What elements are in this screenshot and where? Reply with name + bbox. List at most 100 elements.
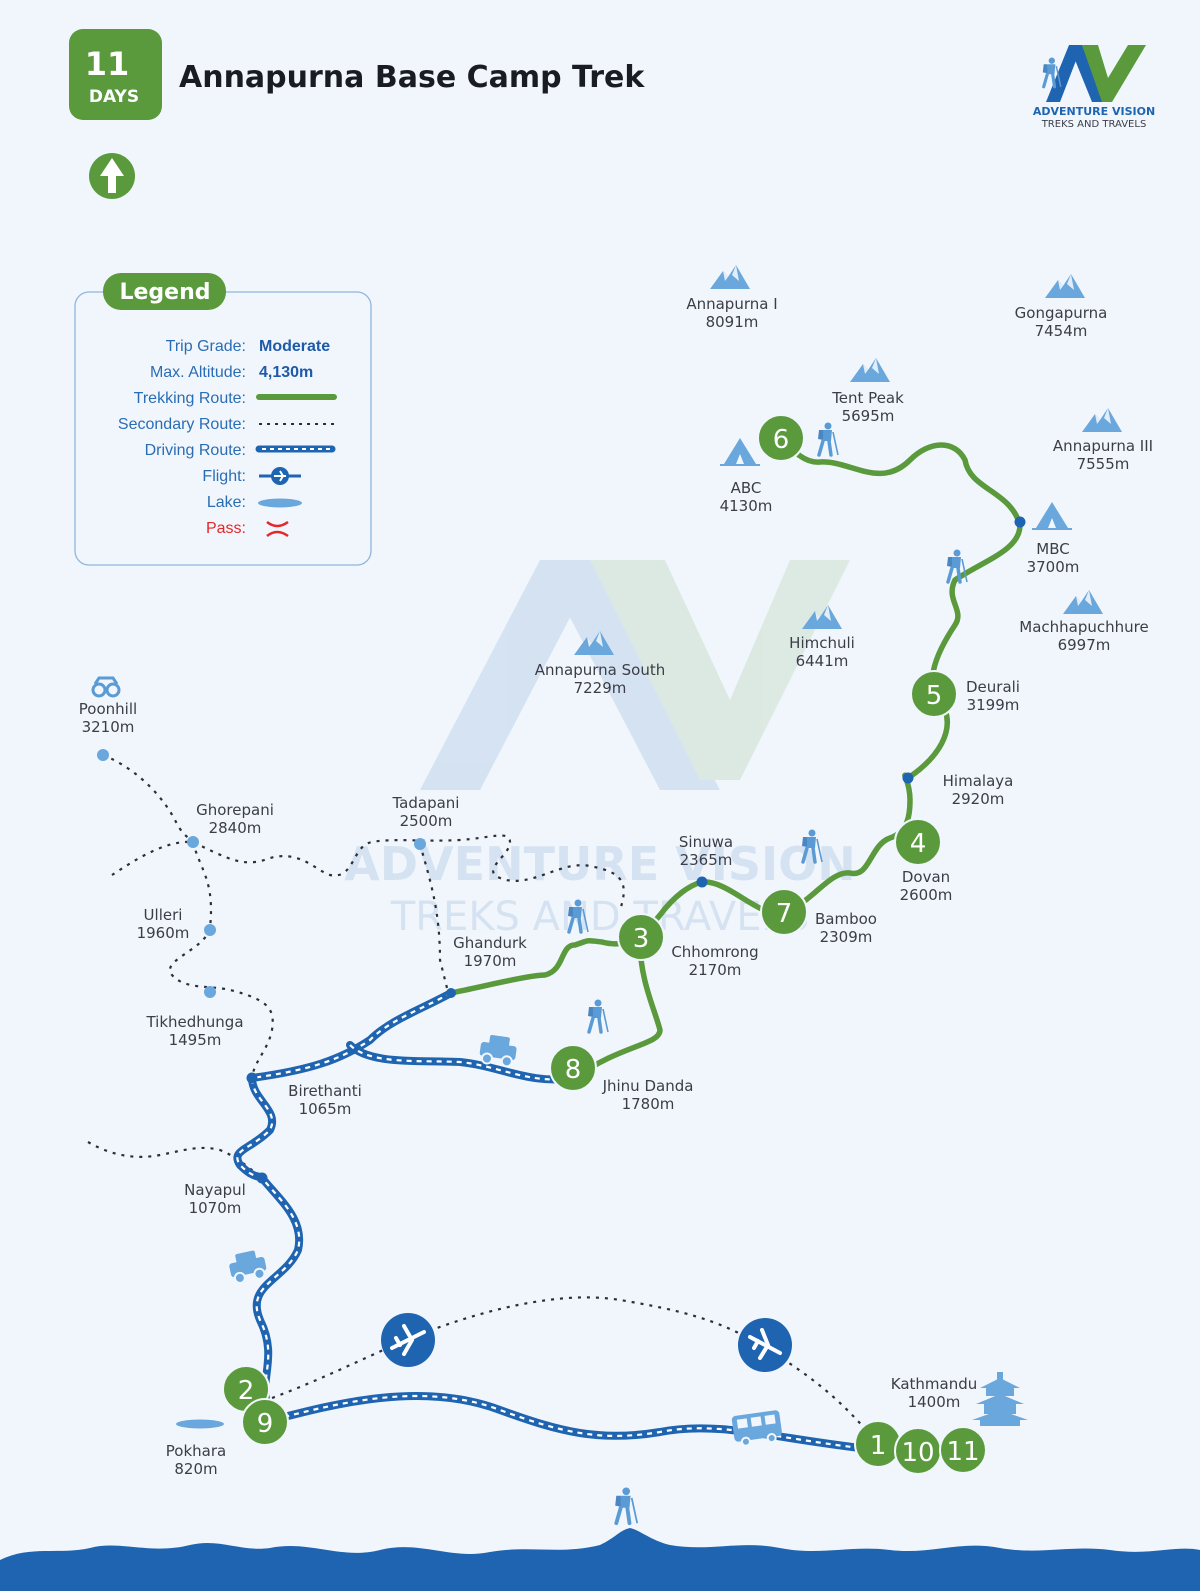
waypoint-dots [97,749,426,998]
place-alt: 1960m [137,924,190,942]
day-marker-5: 5 [910,670,958,718]
peak-alt: 7555m [1077,455,1130,473]
days-badge: 11 DAYS [69,29,162,120]
logo-line2: TREKS AND TRAVELS [1041,119,1147,130]
place-name: Ulleri [144,906,183,924]
legend-driving-label: Driving Route: [145,442,246,459]
peak-name: Tent Peak [831,389,904,407]
place-alt: 1065m [299,1100,352,1118]
binoculars-icon [91,676,121,698]
day-marker-10: 10 [894,1427,942,1475]
peak-name: Annapurna III [1053,437,1153,455]
page-title: Annapurna Base Camp Trek [179,60,645,95]
svg-text:7: 7 [776,899,793,929]
watermark-line1: ADVENTURE VISION [344,837,855,891]
place-alt: 3199m [967,696,1020,714]
legend-flight-icon [259,467,301,485]
svg-text:4: 4 [910,829,927,859]
peak-alt: 7454m [1035,322,1088,340]
day-marker-6: 6 [757,414,805,462]
pokhara-lake-icon [176,1419,224,1429]
day-marker-7: 7 [760,888,808,936]
place-name: Ghandurk [453,934,527,952]
place-name: Tadapani [392,794,460,812]
legend-pass-icon [266,520,289,538]
bus-icon [731,1410,782,1447]
svg-text:6: 6 [773,425,790,455]
flight-icon-east [738,1318,792,1372]
svg-text:8: 8 [565,1055,582,1085]
peak-alt: 5695m [842,407,895,425]
place-name: Nayapul [184,1181,246,1199]
svg-text:11: 11 [946,1437,979,1467]
temple-icon [972,1372,1028,1426]
place-name: Deurali [966,678,1020,696]
peak-alt: 7229m [574,679,627,697]
peak-alt: 6441m [796,652,849,670]
place-alt: 4130m [720,497,773,515]
peak-alt: 6997m [1058,636,1111,654]
place-name: Poonhill [79,700,137,718]
legend-trip-grade-value: Moderate [259,338,330,355]
company-logo: ADVENTURE VISION TREKS AND TRAVELS [1033,45,1155,130]
day-marker-1: 1 [854,1420,902,1468]
legend-pass-label: Pass: [206,520,246,537]
peak-name: Annapurna I [686,295,777,313]
north-arrow-icon [89,153,135,199]
place-alt: 2600m [900,886,953,904]
legend-trekking-label: Trekking Route: [134,390,246,407]
legend-flight-label: Flight: [202,468,246,485]
place-name: Pokhara [166,1442,226,1460]
place-alt: 3210m [82,718,135,736]
place-name: ABC [731,479,762,497]
svg-text:9: 9 [257,1409,274,1439]
legend-max-altitude-value: 4,130m [259,364,313,381]
days-word: DAYS [89,87,139,107]
tent-icon-mbc [1031,501,1073,530]
legend-lake-label: Lake: [207,494,246,511]
legend-title: Legend [119,280,210,305]
place-alt: 2309m [820,928,873,946]
svg-text:3: 3 [633,924,650,954]
peak-alt: 8091m [706,313,759,331]
place-name: Jhinu Danda [602,1077,694,1095]
route-nodes [246,516,1026,1184]
legend-lake-icon [258,498,302,508]
watermark: ADVENTURE VISION TREKS AND TRAVELS [344,560,856,940]
peak-labels: Annapurna I 8091m Gongapurna 7454m Tent … [535,295,1153,697]
trekking-route [448,437,1023,1081]
place-alt: 1495m [169,1031,222,1049]
place-alt: 1970m [464,952,517,970]
svg-text:10: 10 [901,1438,934,1468]
watermark-line2: TREKS AND TRAVELS [390,894,809,940]
place-alt: 1400m [908,1393,961,1411]
peak-name: Gongapurna [1015,304,1108,322]
place-name: Bamboo [815,910,877,928]
day-marker-11: 11 [939,1426,987,1474]
place-name: Dovan [902,868,950,886]
place-alt: 2920m [952,790,1005,808]
day-marker-9: 9 [241,1398,289,1446]
peak-name: Himchuli [789,634,855,652]
place-alt: 3700m [1027,558,1080,576]
bottom-mountain-range [0,1485,1200,1591]
peak-name: Annapurna South [535,661,665,679]
place-alt: 820m [174,1460,217,1478]
place-alt: 2170m [689,961,742,979]
svg-text:5: 5 [926,681,943,711]
place-alt: 1070m [189,1199,242,1217]
jeep-icon-nayapul [229,1250,267,1284]
place-labels: ABC 4130m MBC 3700m Deurali 3199m Himala… [79,479,1080,1478]
place-name: Himalaya [943,772,1014,790]
place-name: Tikhedhunga [145,1013,243,1031]
place-name: Chhomrong [671,943,758,961]
place-alt: 1780m [622,1095,675,1113]
place-name: Kathmandu [891,1375,978,1393]
legend-trip-grade-label: Trip Grade: [166,338,246,355]
svg-text:1: 1 [870,1431,887,1461]
place-name: MBC [1036,540,1069,558]
day-marker-4: 4 [894,818,942,866]
day-marker-8: 8 [549,1044,597,1092]
place-alt: 2500m [400,812,453,830]
